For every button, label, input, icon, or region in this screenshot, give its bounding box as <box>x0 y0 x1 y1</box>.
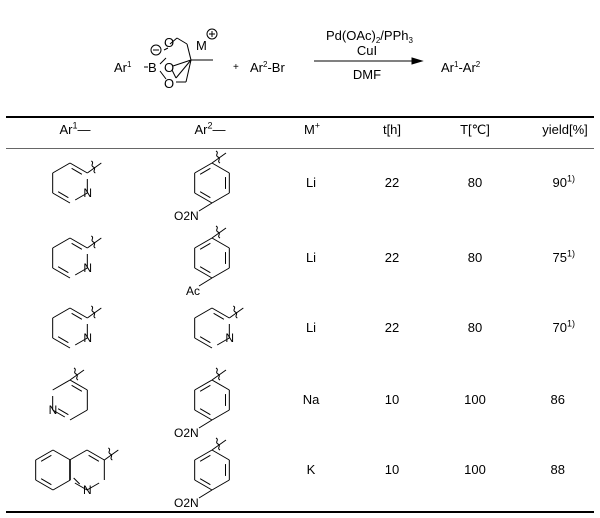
wavy-bond <box>233 305 238 319</box>
cation-cell: Li <box>305 320 317 335</box>
nitro-label: O2N <box>174 426 199 440</box>
plus-sign: + <box>233 62 239 73</box>
cation-cell: Li <box>305 250 317 265</box>
solvent-label: DMF <box>353 67 381 82</box>
footnote-marker: 1) <box>566 248 575 259</box>
product-label: Ar1-Ar2 <box>441 60 481 75</box>
wavy-bond <box>108 447 113 461</box>
header-ar1: Ar1— <box>59 120 91 137</box>
oxygen-3: O <box>164 76 174 91</box>
4-pyridyl-structure <box>52 367 88 421</box>
svg-text:Ar2-Br: Ar2-Br <box>250 60 285 75</box>
nitro-label: O2N <box>174 209 199 223</box>
2-pyridyl-structure <box>194 305 244 349</box>
header-temperature: T[℃] <box>460 122 490 137</box>
header-time: t[h] <box>382 122 402 137</box>
yield-cell: 88 <box>550 462 565 477</box>
cocatalyst-label: CuI <box>357 43 377 58</box>
table-top-rule <box>6 116 594 118</box>
oxygen-1: O <box>164 35 174 50</box>
nitrogen-label: N <box>83 261 92 275</box>
footnote-marker: 1) <box>566 318 575 329</box>
ar1-label: Ar <box>114 60 128 75</box>
temperature-cell: 100 <box>464 462 486 477</box>
oxygen-2: O <box>164 60 174 75</box>
ar2-label: Ar <box>250 60 264 75</box>
wavy-bond <box>215 150 221 164</box>
nitrogen-label: N <box>83 186 92 200</box>
time-cell: 22 <box>384 175 400 190</box>
cation-cell: Li <box>305 175 317 190</box>
nitrogen-label: N <box>49 403 58 417</box>
row-structures: N O2N <box>52 150 230 223</box>
table-bottom-rule <box>6 511 594 513</box>
nitrogen-label: N <box>83 483 92 497</box>
nitrogen-label: N <box>83 331 92 345</box>
4-nitrophenyl-structure <box>194 150 230 212</box>
cation-label: M <box>196 38 207 53</box>
table-header-rule <box>6 148 594 149</box>
yield-cell: 86 <box>550 392 565 407</box>
wavy-bond <box>215 225 221 239</box>
row-structures: N Ac <box>52 225 230 298</box>
wavy-bond <box>91 160 96 174</box>
temperature-cell: 80 <box>467 175 483 190</box>
header-cation: M+ <box>303 120 321 137</box>
ar1-sup: 1 <box>127 60 132 69</box>
time-cell: 22 <box>384 250 400 265</box>
yield-cell: 901) <box>552 173 575 190</box>
wavy-bond <box>215 367 221 381</box>
4-nitrophenyl-structure <box>194 367 230 429</box>
wavy-bond <box>91 305 96 319</box>
2-pyridyl-structure <box>52 305 102 349</box>
svg-text:Ar1: Ar1 <box>114 60 132 75</box>
catalyst-label: Pd(OAc)2/PPh3 <box>326 28 413 45</box>
boron-atom: B <box>148 60 157 75</box>
nitrogen-label: N <box>225 331 234 345</box>
temperature-cell: 80 <box>467 320 483 335</box>
yield-cell: 701) <box>552 318 575 335</box>
wavy-bond <box>215 437 221 451</box>
acetyl-label: Ac <box>186 284 200 298</box>
time-cell: 22 <box>384 320 400 335</box>
temperature-cell: 80 <box>467 250 483 265</box>
yield-cell: 751) <box>552 248 575 265</box>
footnote-marker: 1) <box>566 173 575 184</box>
scheme-drawing: Ar1 B O O O M + Ar2-Br Pd(OAc)2/PPh3 CuI… <box>114 28 481 91</box>
4-acetylphenyl-structure <box>194 225 230 287</box>
time-cell: 10 <box>384 462 400 477</box>
2-pyridyl-structure <box>52 235 102 279</box>
wavy-bond <box>73 367 79 381</box>
3-quinolyl-structure <box>35 447 119 491</box>
cation-cell: Na <box>302 392 320 407</box>
4-nitrophenyl-structure <box>194 437 230 499</box>
header-ar2: Ar2— <box>194 120 226 137</box>
nitro-label: O2N <box>174 496 199 510</box>
time-cell: 10 <box>384 392 400 407</box>
temperature-cell: 100 <box>464 392 486 407</box>
row-structures: N O2N <box>35 437 230 510</box>
reaction-scheme: Ar1 B O O O M + Ar2-Br Pd(OAc)2/PPh3 CuI… <box>0 0 600 100</box>
row-structures: N O2N <box>49 367 230 440</box>
bromide-label: Br <box>272 60 286 75</box>
header-yield: yield[%] <box>542 122 588 137</box>
2-pyridyl-structure <box>52 160 102 204</box>
wavy-bond <box>91 235 96 249</box>
cation-cell: K <box>306 462 316 477</box>
